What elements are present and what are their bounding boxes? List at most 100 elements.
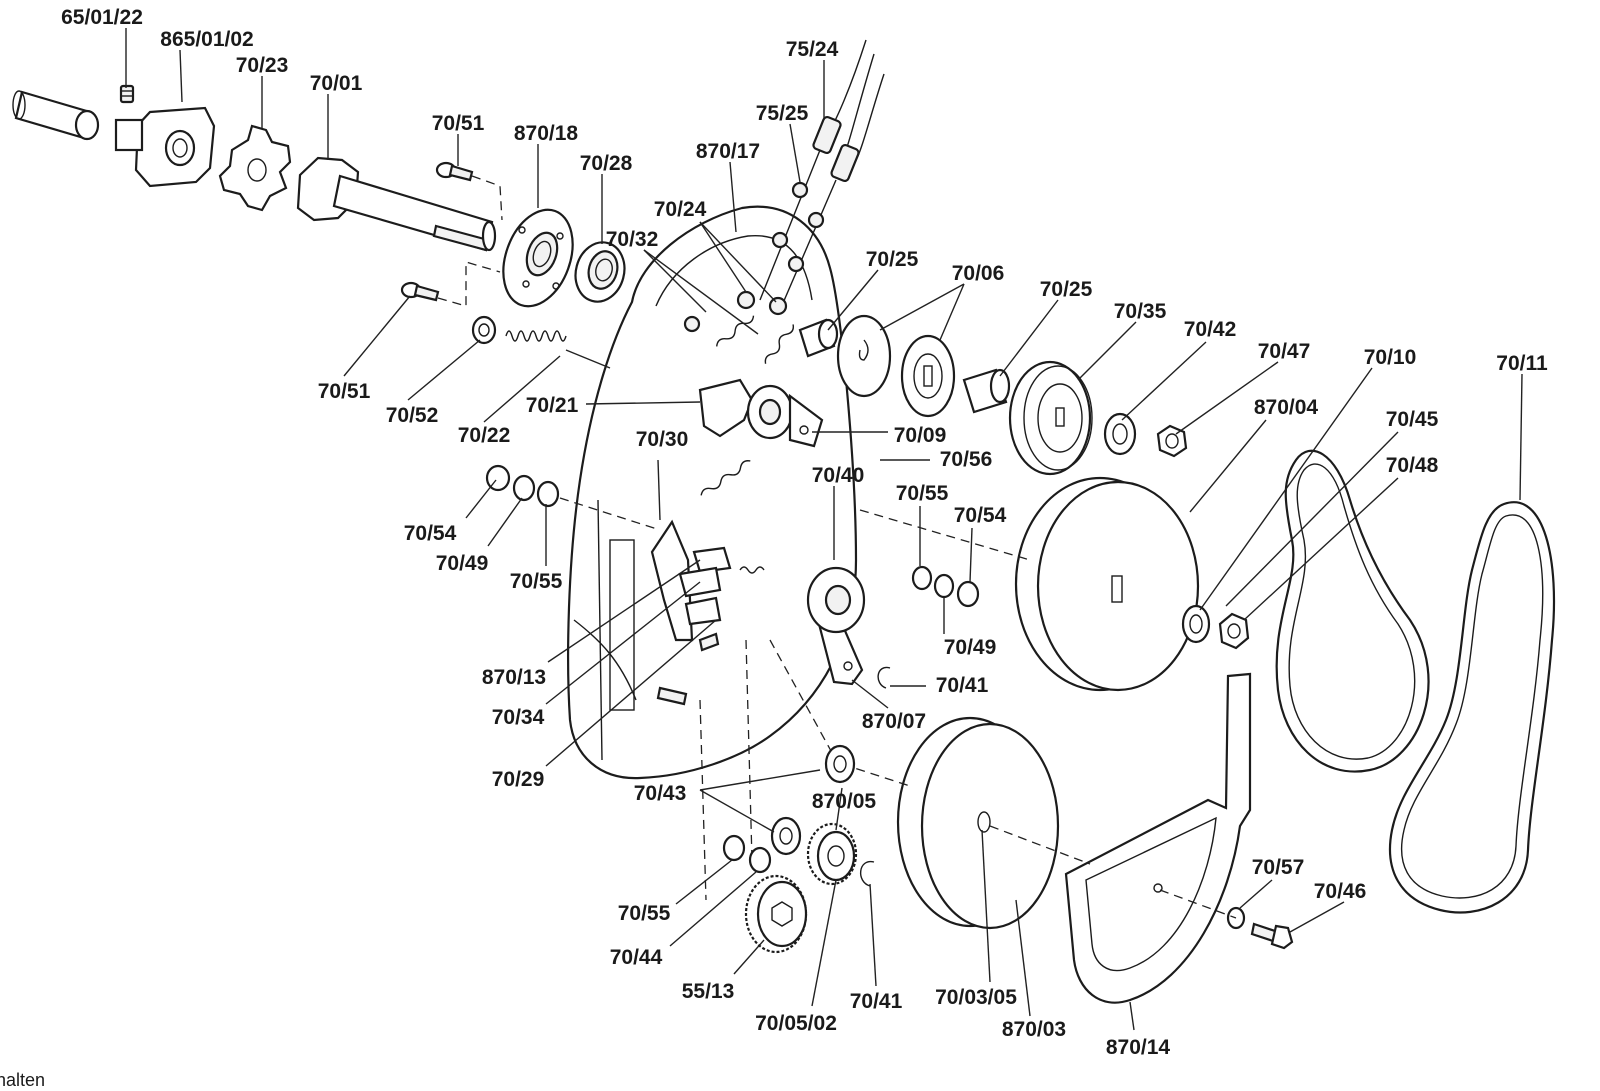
- label-70-57: 70/57: [1252, 856, 1305, 879]
- label-70-56: 70/56: [940, 448, 993, 471]
- disc-lower: [900, 334, 956, 418]
- shaft-stub: [12, 90, 100, 141]
- leader-lines: [125, 28, 1523, 1031]
- label-55-13: 55/13: [682, 980, 735, 1003]
- label-70-41-lower: 70/41: [850, 990, 903, 1013]
- screw-lower: [400, 281, 440, 302]
- label-70-48: 70/48: [1386, 454, 1439, 477]
- bowden-cables: [759, 39, 885, 311]
- label-70-34: 70/34: [492, 706, 545, 729]
- label-870-05: 870/05: [812, 790, 877, 813]
- pivot-bracket: [698, 378, 824, 448]
- washer-43-upper: [824, 744, 856, 784]
- label-70-55-right: 70/55: [896, 482, 949, 505]
- label-70-49-right: 70/49: [944, 636, 997, 659]
- label-70-46: 70/46: [1314, 880, 1367, 903]
- disc-upper: [836, 314, 892, 398]
- label-70-55-left: 70/55: [510, 570, 563, 593]
- label-70-10: 70/10: [1364, 346, 1417, 369]
- label-70-11: 70/11: [1496, 352, 1548, 375]
- parts-drawing: [12, 39, 1556, 1004]
- tension-springs: [683, 290, 795, 496]
- stud-screws: [656, 632, 720, 706]
- label-870-17: 870/17: [696, 140, 760, 163]
- label-70-29: 70/29: [492, 768, 545, 791]
- set-screw: [119, 84, 135, 104]
- compression-spring: [505, 330, 611, 369]
- label-75-24: 75/24: [786, 38, 839, 61]
- label-70-22: 70/22: [458, 424, 511, 447]
- label-70-52: 70/52: [386, 404, 439, 427]
- tensioner-arm: [806, 566, 866, 686]
- rubber-spider: [218, 124, 292, 212]
- label-65-01-22: 65/01/22: [61, 6, 143, 29]
- washer-group-right: [911, 565, 980, 608]
- washer-45: [1181, 604, 1211, 644]
- label-70-54-right: 70/54: [954, 504, 1007, 527]
- label-70-35: 70/35: [1114, 300, 1167, 323]
- washer-42: [1103, 412, 1137, 456]
- label-70-25-right: 70/25: [1040, 278, 1093, 301]
- lever-bracket: [650, 519, 765, 642]
- part-labels: 65/01/22 865/01/02 70/23 70/01 70/51 870…: [61, 6, 1548, 1059]
- label-865-01-02: 865/01/02: [160, 28, 253, 51]
- label-70-06: 70/06: [952, 262, 1005, 285]
- belt-outer: [1388, 501, 1556, 914]
- label-870-04: 870/04: [1254, 396, 1319, 419]
- label-70-24: 70/24: [654, 198, 707, 221]
- main-shaft: [296, 156, 497, 252]
- circlip-upper: [877, 666, 891, 689]
- label-870-18: 870/18: [514, 122, 579, 145]
- label-70-25-left: 70/25: [866, 248, 919, 271]
- label-70-21: 70/21: [526, 394, 579, 417]
- label-70-44: 70/44: [610, 946, 663, 969]
- label-870-13: 870/13: [482, 666, 546, 689]
- label-70-03-05: 70/03/05: [935, 986, 1017, 1009]
- large-pulley-lower: [896, 716, 1060, 930]
- label-70-01: 70/01: [310, 72, 363, 95]
- label-870-03: 870/03: [1002, 1018, 1066, 1041]
- label-70-45: 70/45: [1386, 408, 1439, 431]
- circlip-lower: [860, 861, 875, 887]
- label-70-54-left: 70/54: [404, 522, 457, 545]
- label-70-30: 70/30: [636, 428, 689, 451]
- screw-upper: [435, 161, 474, 182]
- label-70-42: 70/42: [1184, 318, 1237, 341]
- label-70-09: 70/09: [894, 424, 947, 447]
- label-70-55-bottom: 70/55: [618, 902, 671, 925]
- ball-bearing: [574, 241, 626, 303]
- label-70-28: 70/28: [580, 152, 633, 175]
- timing-gear-lower: [744, 874, 808, 954]
- washer-43-lower: [770, 816, 802, 856]
- label-70-40: 70/40: [812, 464, 865, 487]
- label-70-51-top: 70/51: [432, 112, 485, 135]
- label-70-43: 70/43: [634, 782, 687, 805]
- label-70-47: 70/47: [1258, 340, 1311, 363]
- label-70-05-02: 70/05/02: [755, 1012, 837, 1035]
- coupling-hub: [114, 106, 216, 188]
- label-870-07: 870/07: [862, 710, 926, 733]
- timing-gear-upper: [806, 822, 858, 886]
- bearing-flange: [502, 208, 574, 308]
- label-70-41-upper: 70/41: [936, 674, 989, 697]
- nut-48: [1218, 612, 1250, 650]
- spacer-roller-upper: [798, 318, 839, 358]
- label-870-14: 870/14: [1106, 1036, 1171, 1059]
- bolt-46: [1250, 922, 1294, 950]
- belt-inner: [1275, 449, 1430, 773]
- nut-spring: [471, 315, 497, 345]
- small-pulley: [1008, 360, 1093, 476]
- belt-guard: [1064, 672, 1252, 1004]
- washers-lower-left: [722, 834, 772, 874]
- nut-47: [1156, 424, 1188, 458]
- footer-text: halten: [0, 1070, 45, 1090]
- label-70-49-left: 70/49: [436, 552, 489, 575]
- label-70-32: 70/32: [606, 228, 659, 251]
- washer-group-left: [485, 464, 560, 508]
- label-75-25: 75/25: [756, 102, 809, 125]
- label-70-51-bottom: 70/51: [318, 380, 371, 403]
- spacer-roller-right: [962, 368, 1011, 414]
- label-70-23: 70/23: [236, 54, 289, 77]
- large-pulley-upper: [1014, 476, 1200, 692]
